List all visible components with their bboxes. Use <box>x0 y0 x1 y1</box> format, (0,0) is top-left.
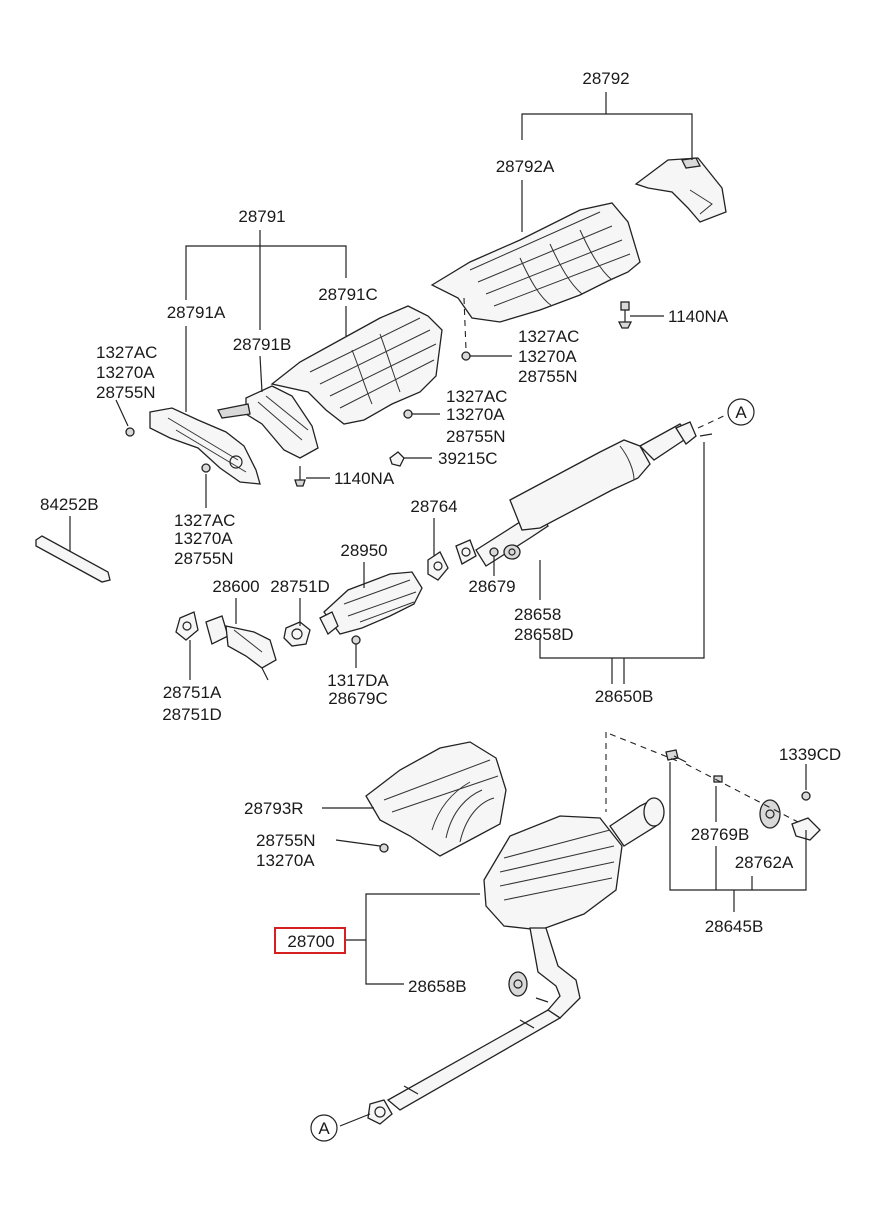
nut-1339CD <box>801 791 811 801</box>
heat-shield-28792A <box>430 202 641 323</box>
heat-shield-28793R <box>365 741 507 857</box>
label-1327AC-right: 1327AC <box>518 327 579 346</box>
label-28751A: 28751A <box>163 683 222 702</box>
label-28755N-left: 28755N <box>96 383 156 402</box>
gasket-28751A <box>175 611 199 641</box>
nut-left-shield <box>125 427 135 437</box>
pin-28769B <box>713 775 723 783</box>
heat-shield-28792-small <box>634 157 727 223</box>
nut-28755N-lower <box>379 843 389 853</box>
label-28755N-center: 28755N <box>446 427 506 446</box>
highlight-box-28700 <box>274 927 346 954</box>
label-28791A: 28791A <box>167 303 226 322</box>
clip-39215C <box>389 451 405 467</box>
bolt-1140NA-right <box>617 301 633 329</box>
label-28645B: 28645B <box>705 917 764 936</box>
label-13270A-rear: 13270A <box>256 851 315 870</box>
label-28791: 28791 <box>238 207 285 226</box>
flange-28600 <box>205 615 277 681</box>
label-28679C: 28679C <box>328 689 388 708</box>
gasket-28764 <box>427 551 449 581</box>
label-1317DA: 1317DA <box>327 671 389 690</box>
label-28792: 28792 <box>582 69 629 88</box>
nut-28679 <box>489 547 499 557</box>
marker-a-top-label: A <box>735 403 747 422</box>
label-28762A: 28762A <box>735 853 794 872</box>
label-28791C: 28791C <box>318 285 378 304</box>
label-1339CD: 1339CD <box>779 745 841 764</box>
label-1140NA-right: 1140NA <box>668 307 729 326</box>
rear-muffler-28700 <box>367 797 665 1125</box>
label-13270A-left: 13270A <box>96 363 155 382</box>
label-28700: 28700 <box>287 932 334 951</box>
heat-shield-28791C <box>270 305 443 425</box>
connection-marker-a-top: A <box>727 398 755 426</box>
label-28792A: 28792A <box>496 157 555 176</box>
label-13270A-right: 13270A <box>518 347 577 366</box>
label-28658B: 28658B <box>408 977 467 996</box>
catalytic-converter-28950 <box>319 571 423 636</box>
label-1140NA-center: 1140NA <box>334 469 395 488</box>
bracket-84252B <box>35 535 111 583</box>
connection-marker-a-bottom: A <box>310 1114 338 1142</box>
marker-a-bottom-label: A <box>318 1119 330 1138</box>
nut-1317DA <box>351 635 361 645</box>
nut-right-shield <box>461 351 471 361</box>
label-28755N-right: 28755N <box>518 367 578 386</box>
label-28650B: 28650B <box>595 687 654 706</box>
label-28658D: 28658D <box>514 625 574 644</box>
label-28950: 28950 <box>340 541 387 560</box>
label-84252B: 84252B <box>40 495 99 514</box>
gasket-28751D <box>283 621 311 647</box>
hanger-28658B <box>508 971 528 997</box>
heat-shield-28791B <box>217 385 319 459</box>
label-13270A-center: 13270A <box>446 405 505 424</box>
label-28793R: 28793R <box>244 799 304 818</box>
bolt-rear-hanger <box>535 997 549 1003</box>
label-39215C: 39215C <box>438 449 498 468</box>
hanger-28658 <box>503 544 521 560</box>
label-13270A-lower: 13270A <box>174 529 233 548</box>
label-28679: 28679 <box>468 577 515 596</box>
label-28755N-lower-left: 28755N <box>174 549 234 568</box>
label-1327AC-center: 1327AC <box>446 387 507 406</box>
nut-lower-left <box>201 463 211 473</box>
nut-center-shield <box>403 409 413 419</box>
label-28751D-lower: 28751D <box>162 705 222 724</box>
part-labels: 28792 28792A 1140NA 1327AC 13270A 28755N… <box>40 69 841 996</box>
bolt-1140NA-center <box>294 466 306 487</box>
bolt-28645B <box>665 749 687 763</box>
label-28751D: 28751D <box>270 577 330 596</box>
label-1327AC-left: 1327AC <box>96 343 157 362</box>
hanger-28762A <box>759 799 821 841</box>
label-28600: 28600 <box>212 577 259 596</box>
label-28755N-rear: 28755N <box>256 831 316 850</box>
label-28791B: 28791B <box>233 335 292 354</box>
label-28764: 28764 <box>410 497 457 516</box>
label-28769B: 28769B <box>691 825 750 844</box>
heat-shield-28791A <box>149 407 261 485</box>
label-28658: 28658 <box>514 605 561 624</box>
label-1327AC-lower: 1327AC <box>174 511 235 530</box>
leader-lines <box>69 92 807 1127</box>
